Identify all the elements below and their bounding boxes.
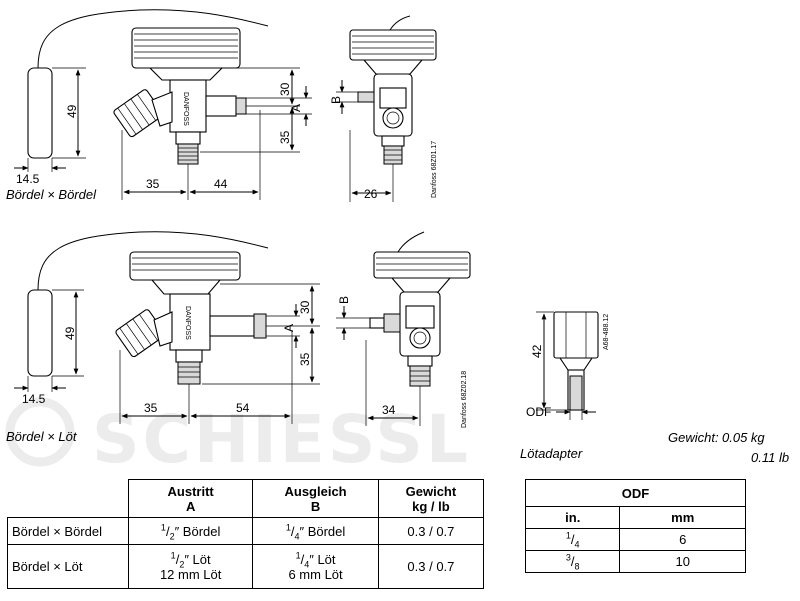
sensing-bulb <box>27 67 53 159</box>
svg-text:35: 35 <box>298 352 312 366</box>
adapter-weight-label: Gewicht: <box>668 430 719 445</box>
svg-text:35: 35 <box>144 401 158 415</box>
table-row: Bördel × Löt 1/2″ Löt 12 mm Löt 1/4″ Löt… <box>7 544 485 589</box>
valve-brand: DANFOSS <box>182 92 189 126</box>
odf-inch: 1/4 <box>524 528 621 551</box>
row-equalizer: 1/4″ Löt 6 mm Löt <box>252 544 379 589</box>
svg-text:30: 30 <box>278 82 292 96</box>
solder-adapter: A68-488.12 <box>553 311 610 411</box>
ref-code-1: Danfoss 68Z01.17 <box>431 141 438 198</box>
svg-text:42: 42 <box>530 344 544 358</box>
odf-header-in: in. <box>524 506 621 529</box>
adapter-ref-code: A68-488.12 <box>603 314 610 350</box>
adapter-weight-kg: 0.05 kg <box>722 430 765 445</box>
odf-mm: 6 <box>619 528 746 551</box>
table-row: 3/8 10 <box>524 550 746 573</box>
spec-table: Austritt A Ausgleich B Gewicht kg / lb B… <box>7 479 485 589</box>
row-weight: 0.3 / 0.7 <box>377 544 485 589</box>
svg-text:49: 49 <box>65 104 79 118</box>
valve-brand: DANFOSS <box>184 306 191 340</box>
odf-header-mm: mm <box>619 506 746 529</box>
svg-text:A: A <box>282 324 296 332</box>
valve-2-side-view: Danfoss 68Z02.18 <box>350 231 471 428</box>
spec-header-equalizer: Ausgleich B <box>252 479 379 518</box>
spec-header-weight: Gewicht kg / lb <box>377 479 485 518</box>
odf-title: ODF <box>525 479 746 507</box>
ref-code-2: Danfoss 68Z02.18 <box>461 371 468 428</box>
odf-mm: 10 <box>619 550 746 573</box>
svg-text:35: 35 <box>278 130 292 144</box>
table-row: Bördel × Bördel 1/2″ Bördel 1/4″ Bördel … <box>7 517 485 545</box>
valve-2-front-view: DANFOSS <box>27 231 269 385</box>
table-row: 1/4 6 <box>524 528 746 551</box>
spec-table-corner <box>7 479 129 518</box>
diaphragm-head <box>131 27 241 81</box>
svg-text:B: B <box>337 296 351 304</box>
svg-text:A: A <box>289 104 303 112</box>
adapter-dimensions: 42 ODF Lötadapter Gewicht: 0.05 kg 0.11 … <box>520 311 789 465</box>
adapter-caption: Lötadapter <box>520 446 583 461</box>
svg-text:B: B <box>329 96 343 104</box>
odf-table: ODF in. mm 1/4 6 3/8 10 <box>524 479 746 573</box>
caption-flare-flare: Bördel × Bördel <box>6 187 97 202</box>
svg-text:14.5: 14.5 <box>16 172 40 186</box>
valve-1-side-dimensions: B 26 <box>329 80 394 202</box>
sensing-bulb <box>27 289 53 377</box>
row-outlet: 1/2″ Bördel <box>127 517 254 545</box>
row-type: Bördel × Löt <box>7 544 129 589</box>
odf-inch: 3/8 <box>524 550 621 573</box>
row-weight: 0.3 / 0.7 <box>377 517 485 545</box>
svg-text:14.5: 14.5 <box>22 392 46 406</box>
valve-2-side-dimensions: B 34 <box>336 296 421 426</box>
svg-text:44: 44 <box>214 177 228 191</box>
svg-text:ODF: ODF <box>526 405 551 419</box>
svg-text:26: 26 <box>364 187 378 201</box>
caption-flare-solder: Bördel × Löt <box>6 429 78 444</box>
valve-1-front-view: DANFOSS <box>27 9 269 165</box>
valve-1-dimensions: 49 14.5 Bördel × Bördel 35 44 30 35 A <box>6 67 312 202</box>
adapter-weight-lb: 0.11 lb <box>751 450 789 465</box>
row-type: Bördel × Bördel <box>7 517 129 545</box>
valve-1-side-view: Danfoss 68Z01.17 <box>349 15 438 198</box>
svg-text:34: 34 <box>382 403 396 417</box>
row-outlet: 1/2″ Löt 12 mm Löt <box>127 544 254 589</box>
svg-text:30: 30 <box>298 300 312 314</box>
svg-text:49: 49 <box>63 326 77 340</box>
row-equalizer: 1/4″ Bördel <box>252 517 379 545</box>
svg-text:54: 54 <box>236 401 250 415</box>
valve-2-dimensions: 49 14.5 Bördel × Löt 35 54 30 35 A <box>6 283 320 444</box>
svg-text:35: 35 <box>146 177 160 191</box>
spec-header-outlet: Austritt A <box>127 479 254 518</box>
